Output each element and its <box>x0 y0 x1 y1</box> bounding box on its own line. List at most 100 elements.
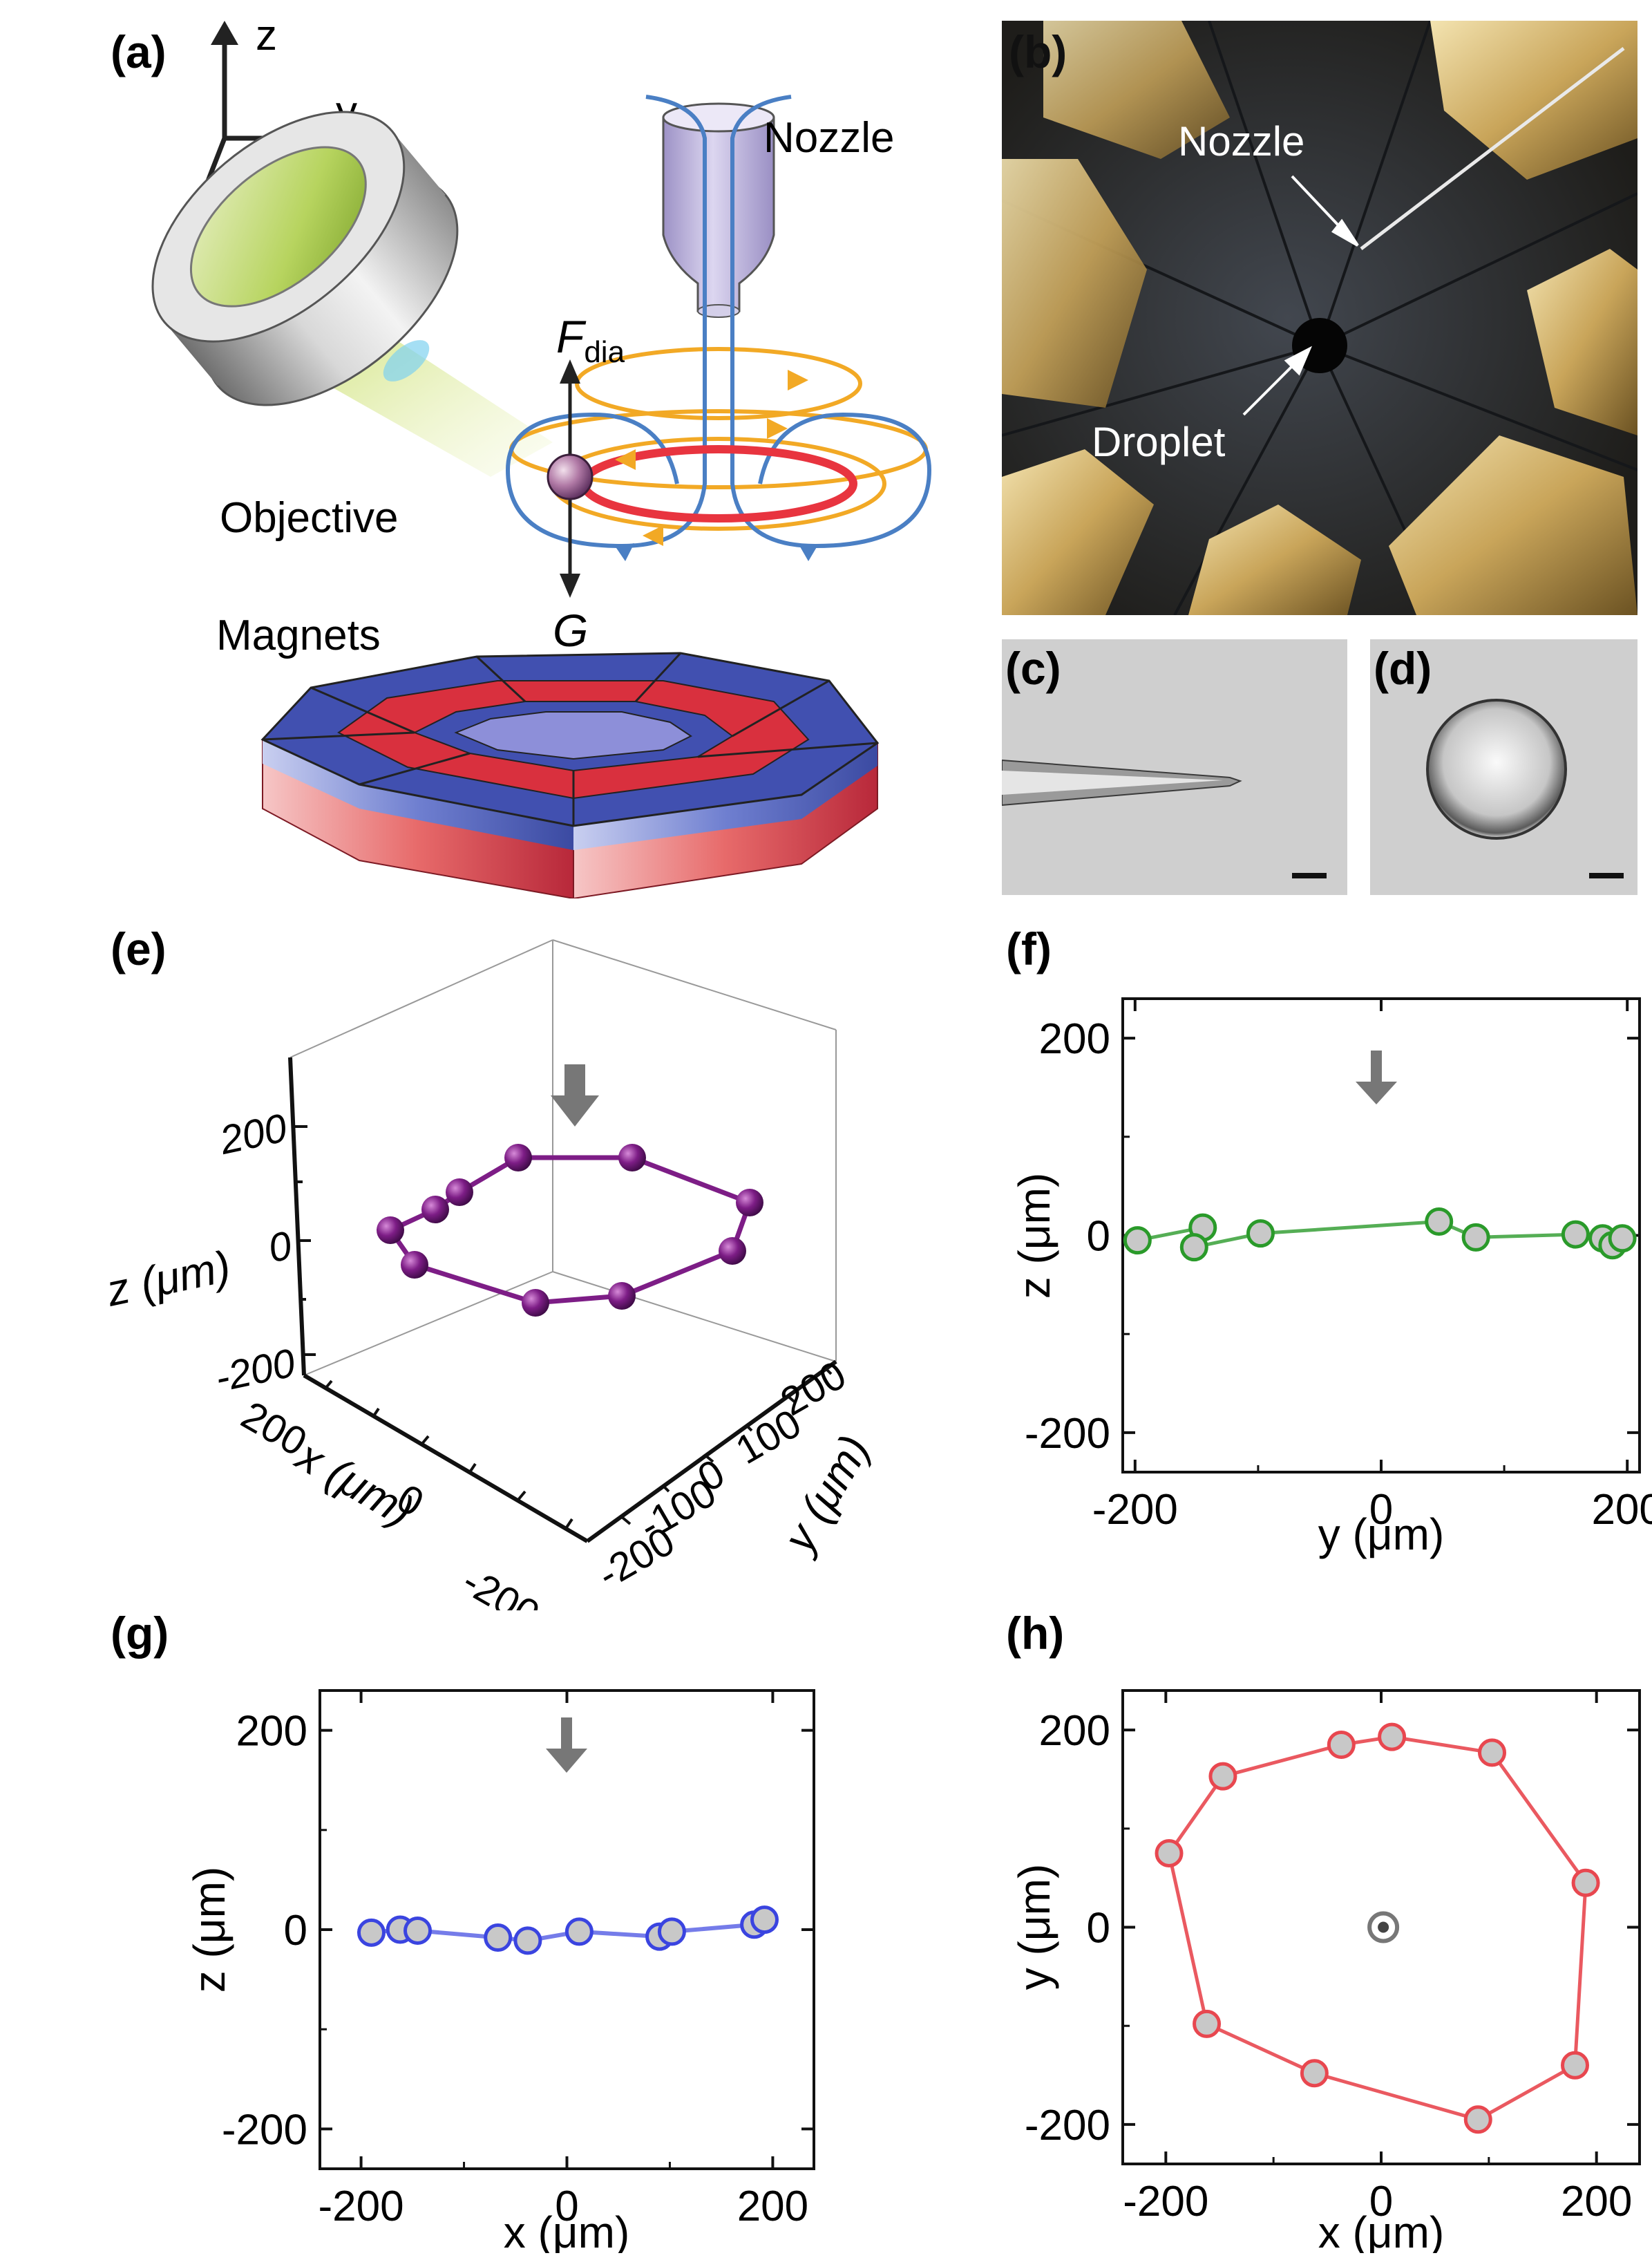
y-tick-label: 0 <box>1087 1213 1110 1261</box>
data-point <box>403 1916 433 1945</box>
tick-labels: -200 0 200 -200 0 200 <box>1025 1015 1652 1534</box>
center-marker <box>1367 1911 1400 1943</box>
x-tick-label: 0 <box>1369 1486 1393 1534</box>
scale-bar <box>1292 873 1327 878</box>
panel-c-micrograph: (c) <box>1001 639 1347 895</box>
panel-label-f: (f) <box>1006 923 1052 974</box>
data-point <box>1561 2051 1589 2080</box>
x-axis-title: x (μm) <box>287 1429 421 1536</box>
nozzle-label: Nozzle <box>763 114 895 162</box>
y-tick-label: 0 <box>284 1907 307 1955</box>
data-point <box>1155 1838 1184 1867</box>
3d-box <box>289 939 837 1376</box>
data-points <box>357 1905 779 1955</box>
panel-label-g: (g) <box>111 1608 169 1659</box>
tick-marks <box>320 1691 814 2169</box>
data-point <box>1193 2009 1222 2038</box>
magnet-octagon <box>260 652 880 898</box>
tick-marks <box>1123 1691 1640 2164</box>
data-point <box>1208 1762 1237 1791</box>
tick-labels: -200 0 200 -200 0 200 <box>1025 1707 1632 2225</box>
data-lines <box>1167 1735 1588 2122</box>
y-tick-label: 200 <box>1039 1707 1110 1755</box>
data-point <box>357 1918 386 1947</box>
panel-label-b: (b) <box>1009 26 1067 77</box>
y-tick-label: -200 <box>1025 1410 1110 1458</box>
y-axis-title: z (μm) <box>1009 1173 1059 1299</box>
data-point <box>1608 1224 1637 1253</box>
x-tick-label: 200 <box>1591 1486 1652 1534</box>
data-point <box>657 1917 686 1946</box>
data-point <box>1561 1220 1590 1249</box>
data-point <box>1300 2059 1329 2088</box>
x-tick-label: -200 <box>319 2183 404 2230</box>
center-dot <box>1378 1921 1389 1933</box>
x-tick-label: 200 <box>737 2183 808 2230</box>
data-point <box>1327 1730 1356 1759</box>
scale-bar <box>1589 873 1624 878</box>
y-tick-label: 200 <box>1039 1015 1110 1063</box>
x-tick-label: 0 <box>555 2183 578 2230</box>
trajectory-3d <box>377 1144 763 1317</box>
y-axis-title: z (μm) <box>184 1867 234 1993</box>
x-axis-title: x (μm) <box>1318 2207 1445 2253</box>
data-points <box>1155 1722 1600 2134</box>
data-point <box>1463 2105 1492 2134</box>
z-axis-title: z (μm) <box>102 1241 235 1316</box>
svg-text:-200: -200 <box>455 1559 547 1610</box>
3d-axes <box>288 1057 837 1543</box>
micrograph-nozzle-tip: (c) <box>1001 639 1347 895</box>
gravity-label: G <box>553 605 588 656</box>
photo-magnets-top-view: (b) Nozzle Droplet <box>1001 20 1638 616</box>
y-tick-label: 0 <box>1087 1905 1110 1952</box>
data-point <box>564 1917 594 1946</box>
svg-text:200: 200 <box>216 1105 291 1163</box>
panel-b-photo: (b) Nozzle Droplet <box>1001 20 1638 616</box>
x-axis-title: x (μm) <box>504 2207 630 2253</box>
data-points <box>1123 1207 1637 1262</box>
trajectory-line <box>1167 1735 1588 2122</box>
svg-text:0: 0 <box>265 1223 296 1271</box>
panel-label-d: (d) <box>1374 643 1432 694</box>
droplet-sphere <box>547 453 594 500</box>
panel-h-chart: (h) -200 0 200 -200 0 200 x (μm) y (μm) <box>1006 1608 1641 2253</box>
panel-label-h: (h) <box>1006 1608 1064 1659</box>
data-point <box>1179 1233 1208 1262</box>
panel-f-chart: (f) -200 0 200 -200 0 200 y (μm) z (μm) <box>1006 923 1652 1559</box>
panel-label-c: (c) <box>1005 643 1061 694</box>
panel-label-e: (e) <box>111 923 167 974</box>
objective-lens <box>151 111 553 477</box>
x-tick-label: 200 <box>1561 2178 1632 2225</box>
axis-z-label: z <box>256 12 277 59</box>
y-tick-label: -200 <box>1025 2102 1110 2149</box>
data-point <box>1123 1226 1152 1255</box>
3d-gray-arrow <box>551 1064 599 1127</box>
objective-label: Objective <box>220 494 398 542</box>
data-point <box>1246 1219 1275 1248</box>
x-axis-title: y (μm) <box>1318 1509 1445 1559</box>
svg-text:-200: -200 <box>211 1340 299 1401</box>
panel-a-schematic: (a) z y x Objective Nozzle <box>111 12 932 898</box>
x-tick-label: -200 <box>1123 2178 1208 2225</box>
center-ring <box>1367 1911 1400 1943</box>
data-point <box>1378 1722 1407 1751</box>
data-point <box>1478 1738 1507 1767</box>
photo-nozzle-label: Nozzle <box>1178 118 1304 164</box>
x-tick-label: 0 <box>1369 2178 1393 2225</box>
nozzle-tube <box>662 102 775 318</box>
x-tick-label: -200 <box>1092 1486 1178 1534</box>
photo-droplet-label: Droplet <box>1092 419 1226 465</box>
gray-arrow <box>1356 1051 1397 1104</box>
panel-e-3d-plot: (e) 200 0 -200 z (μm) 200 0 -200 x (μm) … <box>102 923 880 1610</box>
magnets-label: Magnets <box>216 612 381 659</box>
force-dia-label: Fdia <box>556 311 625 369</box>
y-tick-label: -200 <box>222 2106 307 2154</box>
flow-arrowheads <box>615 370 817 561</box>
3d-axis-ticks <box>294 1125 833 1529</box>
y-axis-title: y (μm) <box>1009 1864 1059 1990</box>
data-point <box>750 1905 779 1934</box>
micrograph-droplet: (d) <box>1370 639 1637 895</box>
gray-arrow <box>546 1717 587 1773</box>
